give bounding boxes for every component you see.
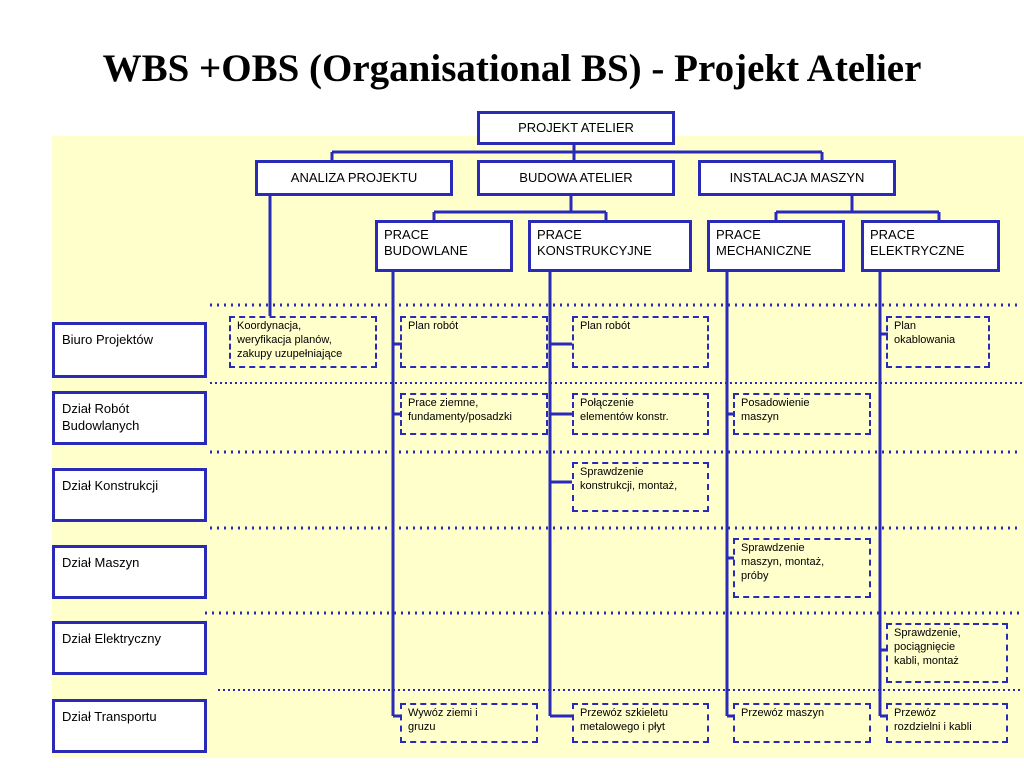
task-mech-maszyn: Sprawdzenie maszyn, montaż, próby — [733, 538, 871, 598]
dept-label: Dział Elektryczny — [62, 631, 161, 646]
wbs-level2-line: PRACE — [870, 227, 915, 242]
task-konstr-konstrukcji: Sprawdzenie konstrukcji, montaż, — [572, 462, 709, 512]
wbs-level2-line: PRACE — [537, 227, 582, 242]
dept-robot-budowlanych: Dział Robót Budowlanych — [52, 391, 207, 445]
wbs-prace-konstrukcyjne: PRACE KONSTRUKCYJNE — [528, 220, 692, 272]
wbs-prace-budowlane: PRACE BUDOWLANE — [375, 220, 513, 272]
wbs-level2-line: PRACE — [716, 227, 761, 242]
wbs-budowa-atelier: BUDOWA ATELIER — [477, 160, 675, 196]
task-line: rozdzielni i kabli — [894, 721, 972, 733]
page-title: WBS +OBS (Organisational BS) - Projekt A… — [102, 47, 922, 90]
wbs-level1-label: ANALIZA PROJEKTU — [290, 170, 418, 185]
task-line: Plan robót — [408, 320, 459, 332]
wbs-prace-elektryczne: PRACE ELEKTRYCZNE — [861, 220, 1000, 272]
task-line: elementów konstr. — [580, 411, 669, 423]
task-line: maszyn — [741, 411, 779, 423]
dept-label: Budowlanych — [62, 418, 140, 433]
wbs-prace-mechaniczne: PRACE MECHANICZNE — [707, 220, 845, 272]
wbs-root-label: PROJEKT ATELIER — [518, 120, 634, 135]
task-line: maszyn, montaż, — [741, 556, 825, 568]
task-line: metalowego i płyt — [580, 721, 665, 733]
task-line: gruzu — [408, 721, 436, 733]
task-mech-roboty: Posadowienie maszyn — [733, 393, 871, 435]
dept-label: Biuro Projektów — [62, 332, 154, 347]
task-mech-transport: Przewóz maszyn — [733, 703, 871, 743]
dept-maszyn: Dział Maszyn — [52, 545, 207, 599]
dept-transportu: Dział Transportu — [52, 699, 207, 753]
task-line: Plan robót — [580, 320, 631, 332]
wbs-level2-line: ELEKTRYCZNE — [870, 243, 965, 258]
wbs-instalacja-maszyn: INSTALACJA MASZYN — [698, 160, 896, 196]
task-line: Posadowienie — [741, 397, 810, 409]
task-line: okablowania — [894, 334, 956, 346]
wbs-level2-line: PRACE — [384, 227, 429, 242]
task-line: Koordynacja, — [237, 320, 302, 332]
dept-konstrukcji: Dział Konstrukcji — [52, 468, 207, 522]
dept-label: Dział Maszyn — [62, 555, 140, 570]
task-line: Plan — [894, 320, 917, 332]
task-elektr-elektryczny: Sprawdzenie, pociągnięcie kabli, montaż — [886, 623, 1008, 683]
dept-elektryczny: Dział Elektryczny — [52, 621, 207, 675]
task-line: zakupy uzupełniające — [237, 348, 343, 360]
task-line: Przewóz szkieletu — [580, 707, 669, 719]
wbs-level1-label: BUDOWA ATELIER — [519, 170, 633, 185]
dept-biuro-projektow: Biuro Projektów — [52, 322, 207, 378]
task-budowlane-transport: Wywóz ziemi i gruzu — [400, 703, 538, 743]
wbs-level1-label: INSTALACJA MASZYN — [729, 170, 865, 185]
task-elektr-biuro: Plan okablowania — [886, 316, 990, 368]
dept-label: Dział Robót — [62, 401, 130, 416]
task-line: próby — [741, 570, 769, 582]
task-line: kabli, montaż — [894, 655, 959, 667]
task-line: Połączenie — [580, 397, 634, 409]
task-budowlane-roboty: Prace ziemne, fundamenty/posadzki — [400, 393, 548, 435]
task-line: Sprawdzenie — [741, 542, 805, 554]
task-elektr-transport: Przewóz rozdzielni i kabli — [886, 703, 1008, 743]
task-line: fundamenty/posadzki — [408, 411, 512, 423]
task-line: konstrukcji, montaż, — [580, 480, 678, 492]
task-line: Sprawdzenie — [580, 466, 644, 478]
wbs-level2-line: KONSTRUKCYJNE — [537, 243, 652, 258]
task-konstr-biuro: Plan robót — [572, 316, 709, 368]
task-line: pociągnięcie — [894, 641, 956, 653]
task-konstr-transport: Przewóz szkieletu metalowego i płyt — [572, 703, 709, 743]
task-budowlane-biuro: Plan robót — [400, 316, 548, 368]
task-line: Sprawdzenie, — [894, 627, 961, 639]
task-line: Wywóz ziemi i — [408, 707, 478, 719]
task-line: Przewóz — [894, 707, 937, 719]
task-line: Przewóz maszyn — [741, 707, 825, 719]
task-line: weryfikacja planów, — [237, 334, 332, 346]
dept-label: Dział Konstrukcji — [62, 478, 159, 493]
wbs-root: PROJEKT ATELIER — [477, 111, 675, 145]
task-line: Prace ziemne, — [408, 397, 479, 409]
task-analiza-biuro: Koordynacja, weryfikacja planów, zakupy … — [229, 316, 377, 368]
wbs-level2-line: MECHANICZNE — [716, 243, 812, 258]
task-konstr-roboty: Połączenie elementów konstr. — [572, 393, 709, 435]
dept-label: Dział Transportu — [62, 709, 157, 724]
wbs-level2-line: BUDOWLANE — [384, 243, 468, 258]
wbs-analiza-projektu: ANALIZA PROJEKTU — [255, 160, 453, 196]
